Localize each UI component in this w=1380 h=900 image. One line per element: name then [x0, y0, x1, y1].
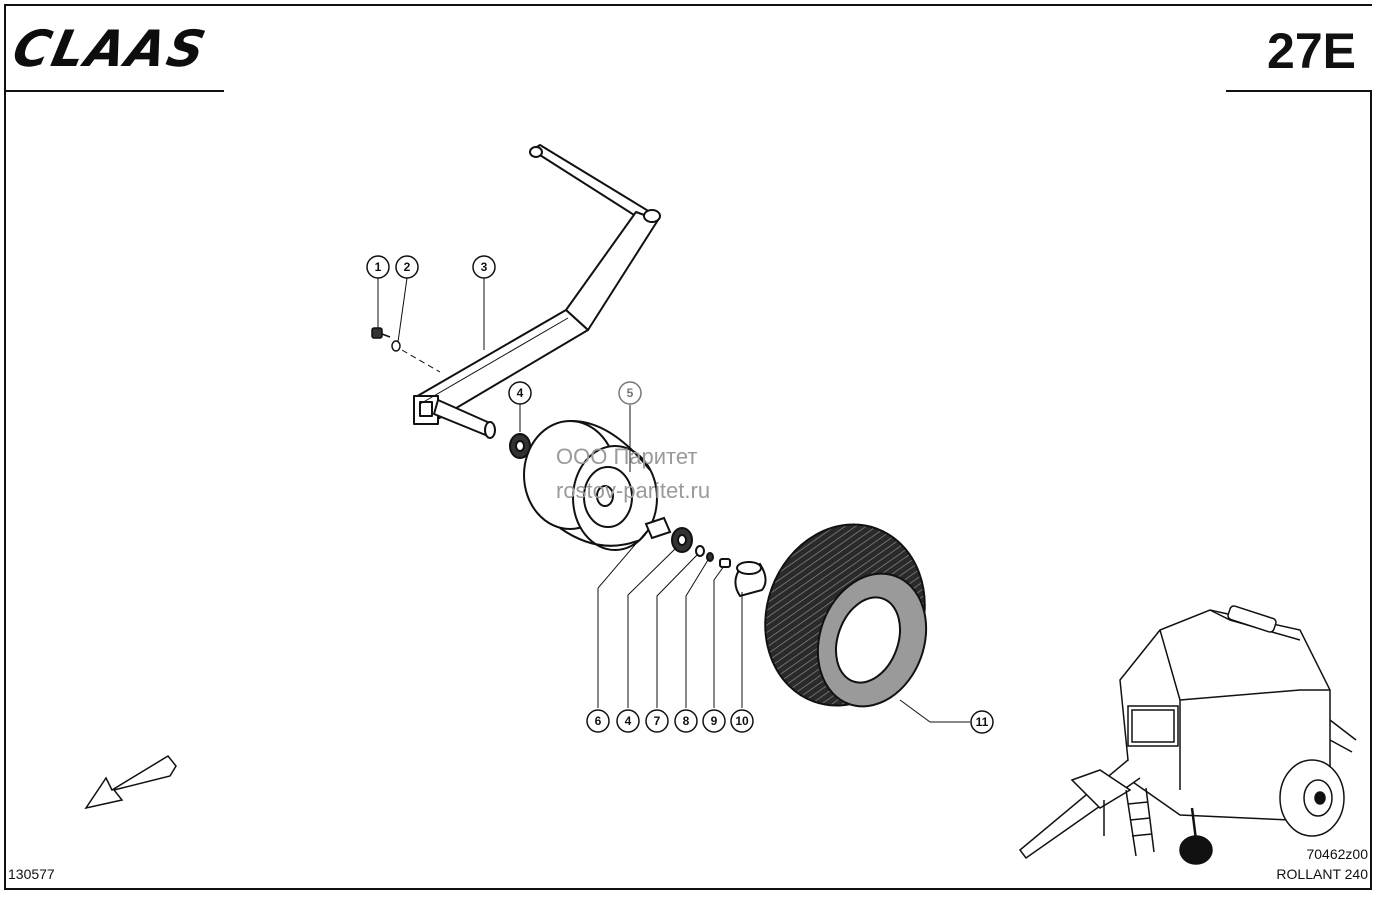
callout-7: 7: [645, 709, 669, 733]
svg-text:7: 7: [654, 714, 661, 728]
page-code-underline: [1226, 90, 1372, 92]
callout-11: 11: [970, 710, 994, 734]
watermark-line-1: ООО Паритет: [556, 444, 698, 469]
svg-text:5: 5: [627, 386, 634, 400]
svg-text:4: 4: [625, 714, 632, 728]
callout-8: 8: [674, 709, 698, 733]
header-band: [6, 6, 1372, 92]
axle-arm: [413, 144, 661, 439]
leader-lines: [377, 277, 970, 723]
nut: [706, 552, 714, 562]
split-pin: [719, 558, 731, 568]
callout-3: 3: [472, 255, 496, 279]
svg-text:1: 1: [375, 260, 382, 274]
hub-components: [644, 516, 767, 598]
direction-arrow-icon: [84, 755, 177, 810]
drawing-number: 130577: [8, 866, 55, 882]
wheel-rim: [523, 419, 658, 551]
drawing-frame: [4, 4, 1372, 890]
spacer-sleeve: [644, 516, 672, 540]
callout-10: 10: [730, 709, 754, 733]
arm-edge-line: [419, 317, 569, 405]
svg-text:11: 11: [976, 715, 989, 729]
callout-markers: 1 2 3 4 5 6 4 7 8 9 10 11: [366, 255, 994, 734]
baler-overview-sketch: [1018, 605, 1357, 865]
callout-6: 6: [586, 709, 610, 733]
illustration-code: 70462z00: [1306, 846, 1368, 862]
washer: [695, 545, 705, 557]
svg-text:2: 2: [404, 260, 411, 274]
callout-1: 1: [366, 255, 390, 279]
svg-text:4: 4: [517, 386, 524, 400]
model-name: ROLLANT 240: [1276, 866, 1368, 882]
tyre: [764, 523, 928, 708]
logo-underline: [6, 90, 224, 92]
watermark-line-2: rostov-paritet.ru: [556, 478, 711, 503]
callout-5: 5: [618, 381, 642, 405]
watermark: ООО Паритет rostov-paritet.ru: [556, 440, 710, 508]
assembly-dash-line: [401, 349, 441, 373]
svg-text:3: 3: [481, 260, 488, 274]
callout-2: 2: [395, 255, 419, 279]
callout-9: 9: [702, 709, 726, 733]
callout-4-upper: 4: [508, 381, 532, 405]
svg-text:8: 8: [683, 714, 690, 728]
svg-text:9: 9: [711, 714, 718, 728]
callout-4-lower: 4: [616, 709, 640, 733]
svg-text:10: 10: [735, 714, 749, 728]
page-code: 27E: [1267, 23, 1356, 79]
bolt-and-washer: [371, 327, 401, 352]
svg-text:6: 6: [595, 714, 602, 728]
